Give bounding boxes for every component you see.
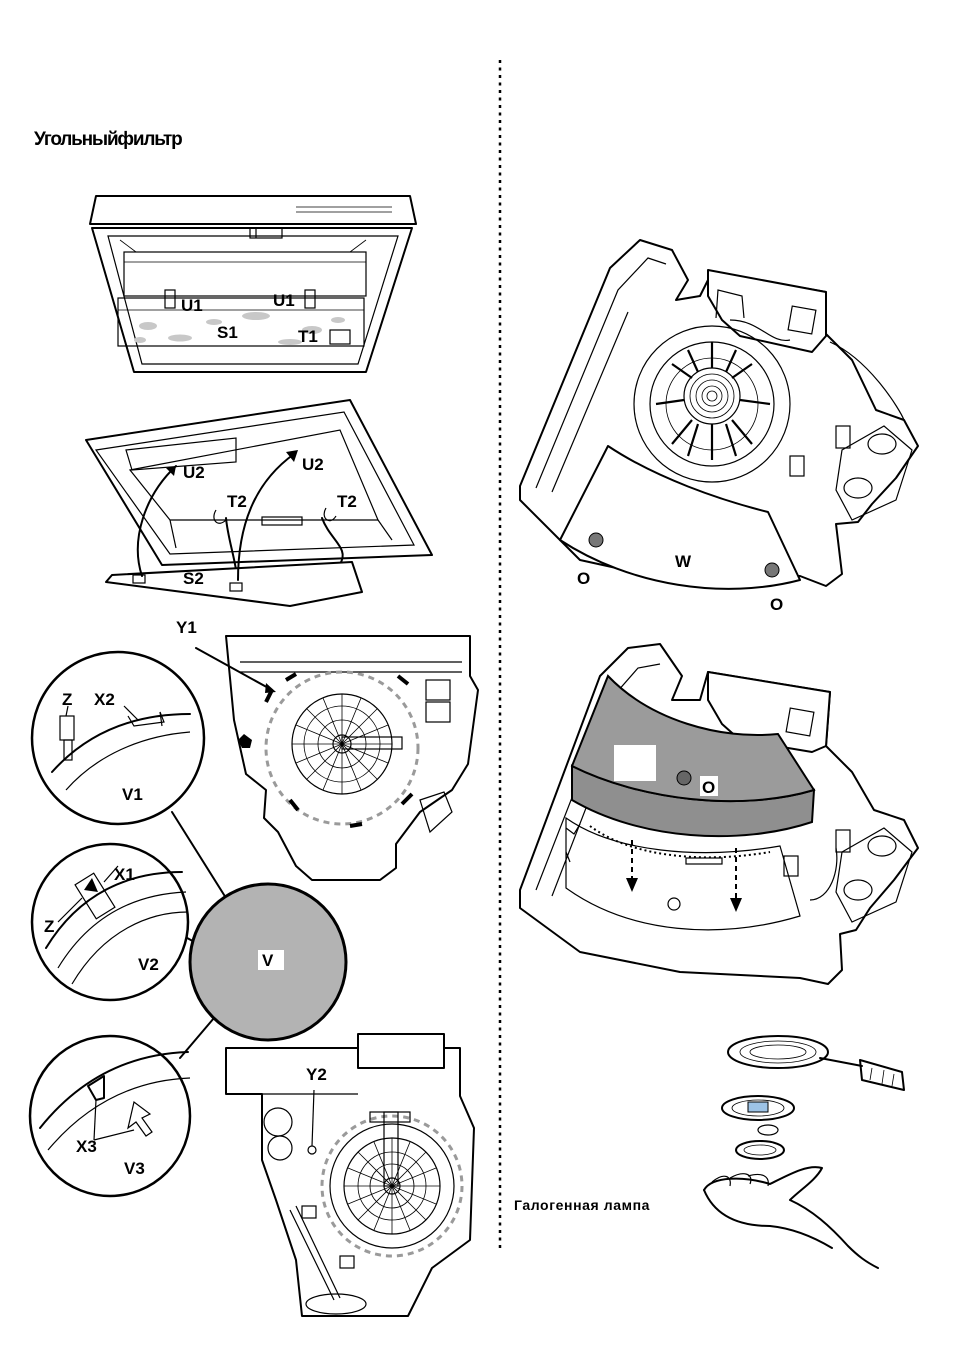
label-u1-left: U1: [181, 296, 203, 315]
label-t2-right: T2: [337, 492, 357, 511]
label-s1: S1: [217, 323, 238, 342]
label-s2: S2: [183, 569, 204, 588]
detail-v2: X1 Z V2: [30, 842, 190, 1002]
label-v2: V2: [138, 955, 159, 974]
detail-v3: X3 V3: [28, 1034, 192, 1198]
label-v3: V3: [124, 1159, 145, 1178]
label-v: V: [262, 951, 274, 970]
halogen-lamp-caption: Галогенная лампа: [514, 1197, 650, 1213]
motor-with-filter-w-figure: W O O: [519, 239, 919, 614]
fan-grille-spokes: [655, 342, 771, 460]
label-v1: V1: [122, 785, 143, 804]
label-u2-left: U2: [183, 463, 205, 482]
label-w: W: [675, 552, 692, 571]
label-u1-right: U1: [273, 291, 295, 310]
label-z-top: Z: [62, 690, 72, 709]
section-title: Угольныйфильтр: [34, 129, 182, 150]
motor-housing-top-figure: Y1: [176, 618, 479, 881]
label-x2: X2: [94, 690, 115, 709]
halogen-lamp-figure: Галогенная лампа: [514, 1035, 905, 1269]
label-y2: Y2: [306, 1065, 327, 1084]
detail-v-filter: V: [188, 882, 348, 1042]
label-u2-right: U2: [302, 455, 324, 474]
hood-underside-figure: U2 U2 T2 T2 S2: [85, 399, 433, 607]
label-x1: X1: [114, 865, 135, 884]
label-t1: T1: [298, 327, 318, 346]
label-z-mid: Z: [44, 917, 54, 936]
hood-front-figure: U1 U1 S1 T1: [89, 195, 417, 373]
label-y1: Y1: [176, 618, 197, 637]
motor-filter-removal-figure: O: [519, 643, 919, 985]
motor-housing-bottom-figure: Y2: [225, 1033, 475, 1317]
detail-v1: Z X2 V1: [30, 650, 206, 826]
label-o-right: O: [770, 595, 783, 614]
label-o-filter: O: [702, 778, 715, 797]
label-t2-left: T2: [227, 492, 247, 511]
label-x3: X3: [76, 1137, 97, 1156]
label-o-left: O: [577, 569, 590, 588]
